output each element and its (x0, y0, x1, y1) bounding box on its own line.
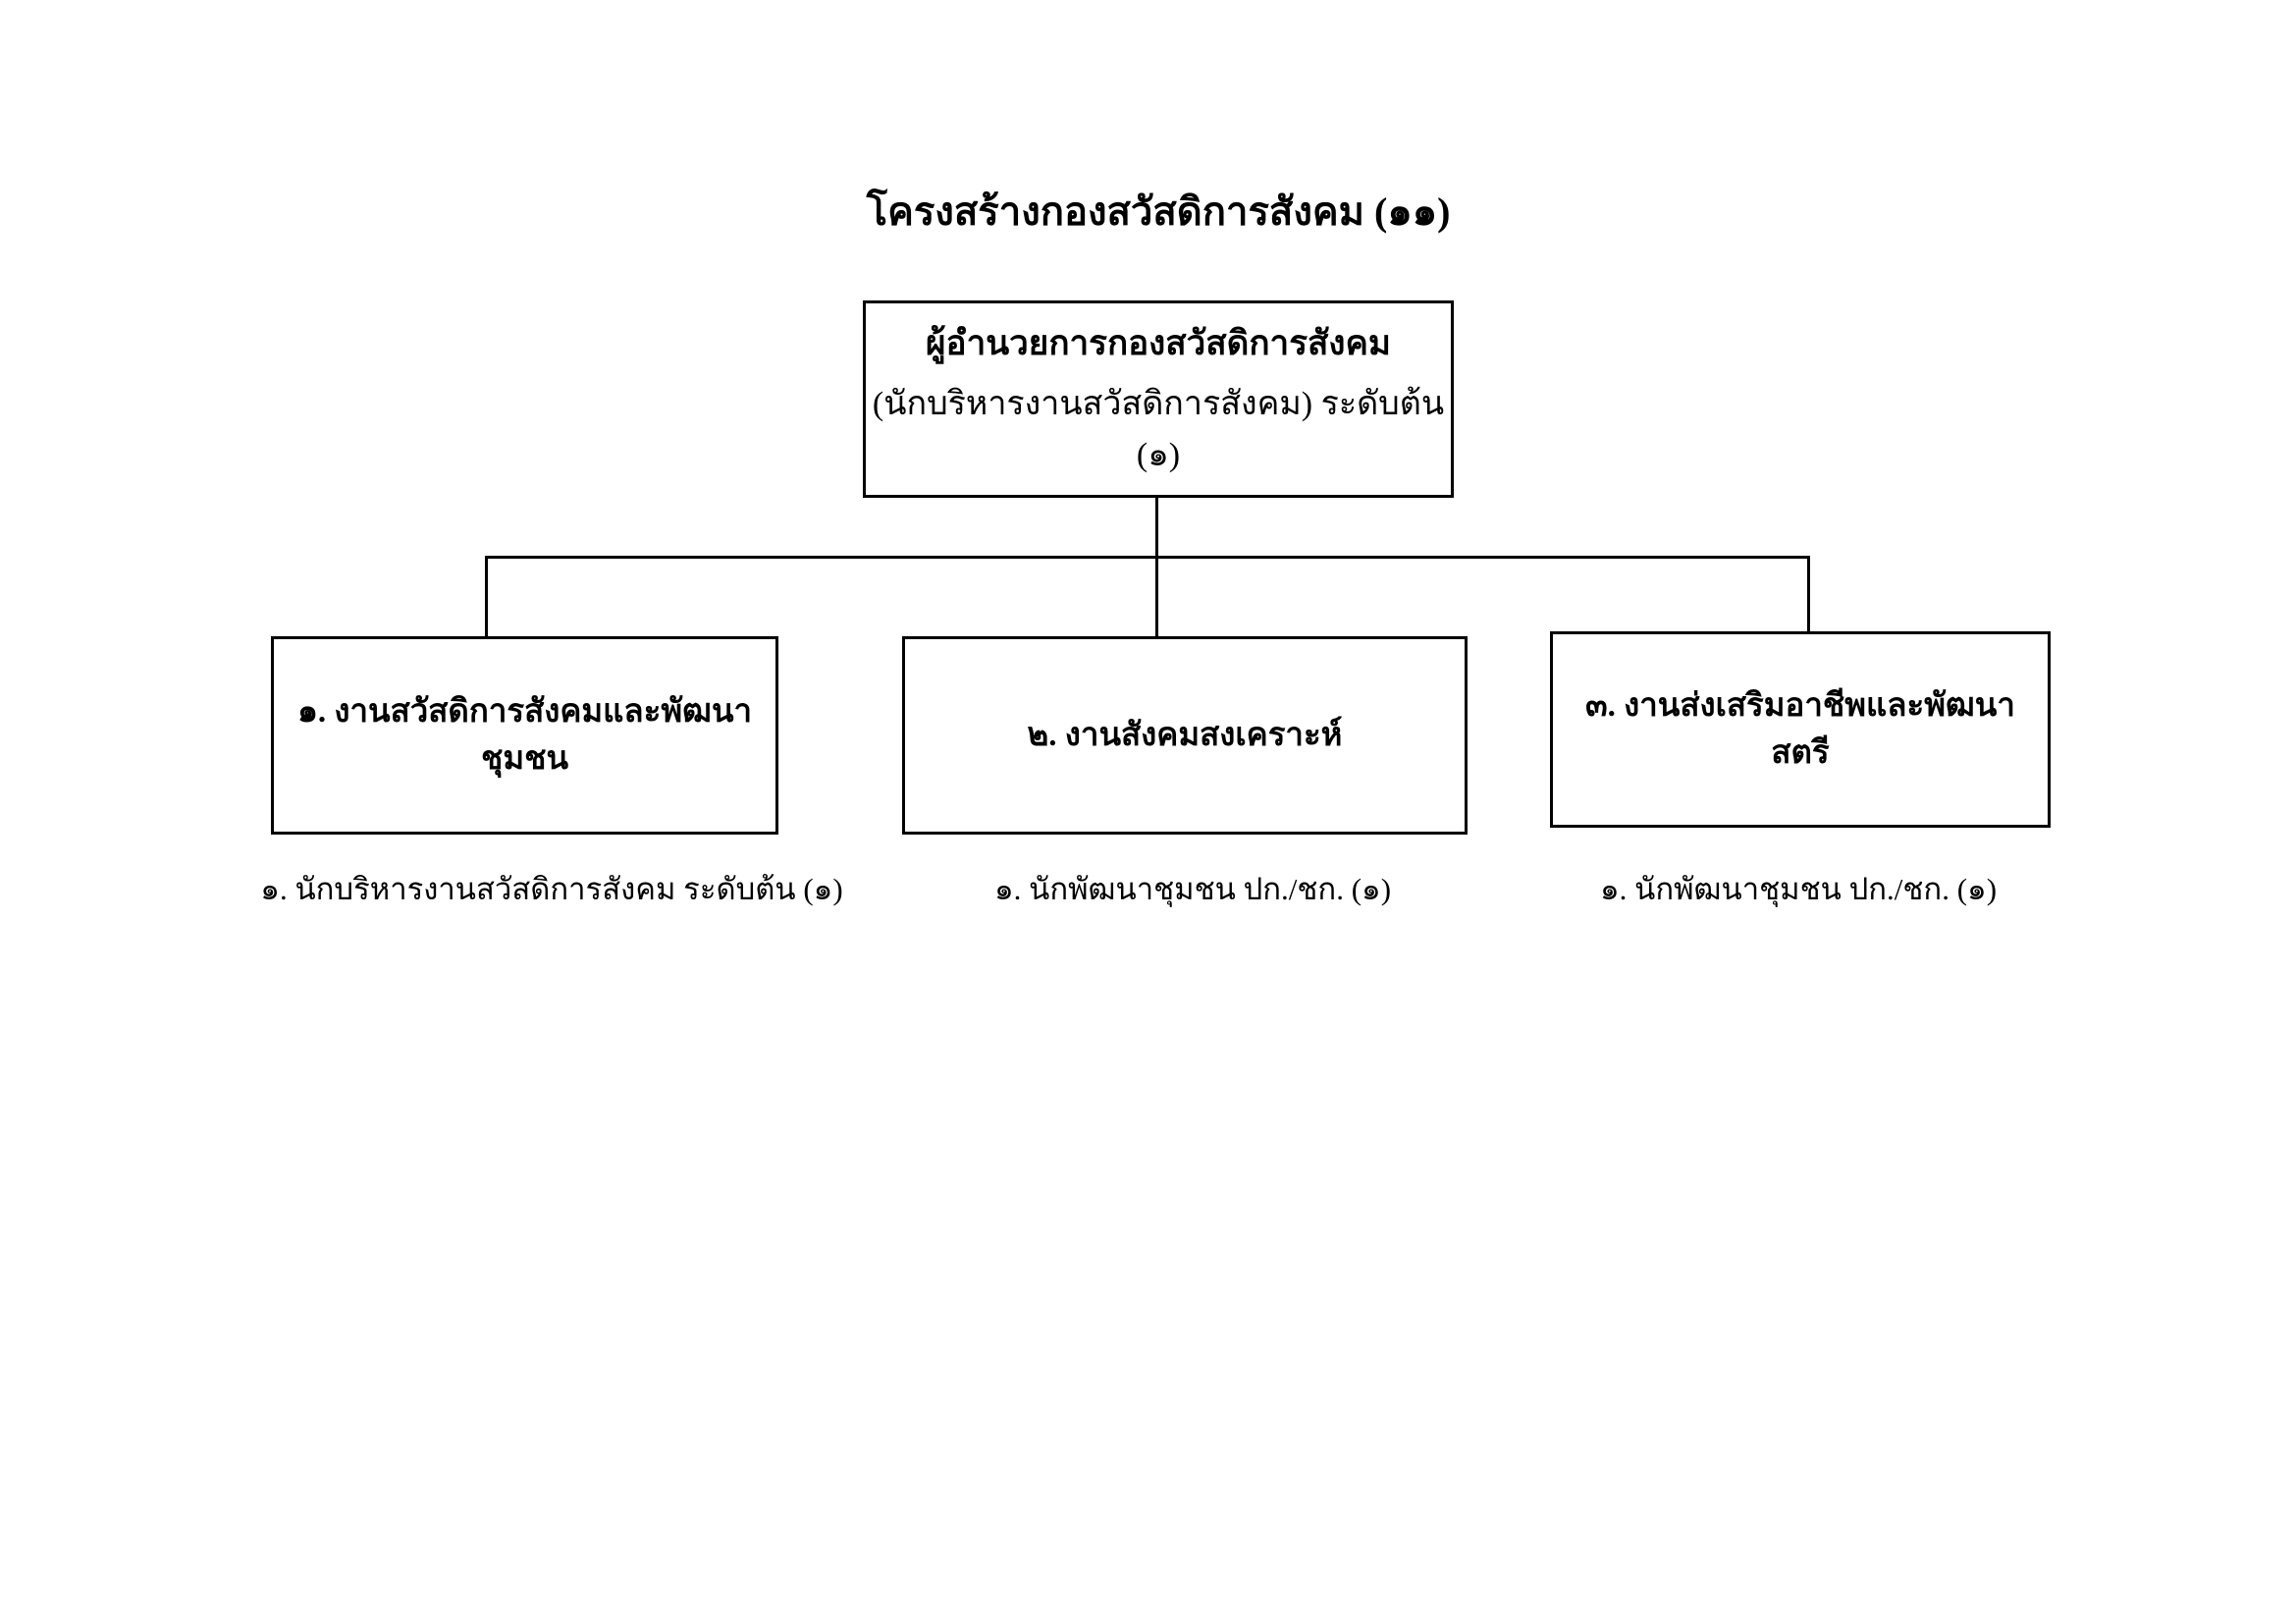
division-box-2: ๒. งานสังคมสงเคราะห์ (902, 636, 1468, 835)
division-box-3: ๓. งานส่งเสริมอาชีพและพัฒนาสตรี (1550, 631, 2051, 828)
division-box-1: ๑. งานสวัสดิการสังคมและพัฒนาชุมชน (271, 636, 778, 835)
connector-vertical-to-division-2 (1155, 556, 1158, 638)
division-staff-2: ๑. นักพัฒนาชุมชน ปก./ชก. (๑) (993, 872, 1392, 906)
page-title: โครงสร้างกองสวัสดิการสังคม (๑๑) (866, 189, 1451, 234)
connector-vertical-to-division-3 (1807, 556, 1810, 633)
division-staff-1: ๑. นักบริหารงานสวัสดิการสังคม ระดับต้น (… (260, 872, 843, 906)
director-box: ผู้อำนวยการกองสวัสดิการสังคม (นักบริหารง… (863, 300, 1454, 498)
director-name: ผู้อำนวยการกองสวัสดิการสังคม (926, 323, 1391, 362)
connector-vertical-to-division-1 (485, 556, 488, 638)
director-position: (นักบริหารงานสวัสดิการสังคม) ระดับต้น (๑… (872, 385, 1445, 473)
connector-vertical-from-director (1155, 498, 1158, 559)
division-staff-3: ๑. นักพัฒนาชุมชน ปก./ชก. (๑) (1599, 872, 1998, 906)
division-name-3: ๓. งานส่งเสริมอาชีพและพัฒนาสตรี (1585, 688, 2015, 771)
division-name-1: ๑. งานสวัสดิการสังคมและพัฒนาชุมชน (296, 694, 753, 777)
connector-horizontal (485, 556, 1810, 559)
division-name-2: ๒. งานสังคมสงเคราะห์ (1027, 718, 1343, 753)
